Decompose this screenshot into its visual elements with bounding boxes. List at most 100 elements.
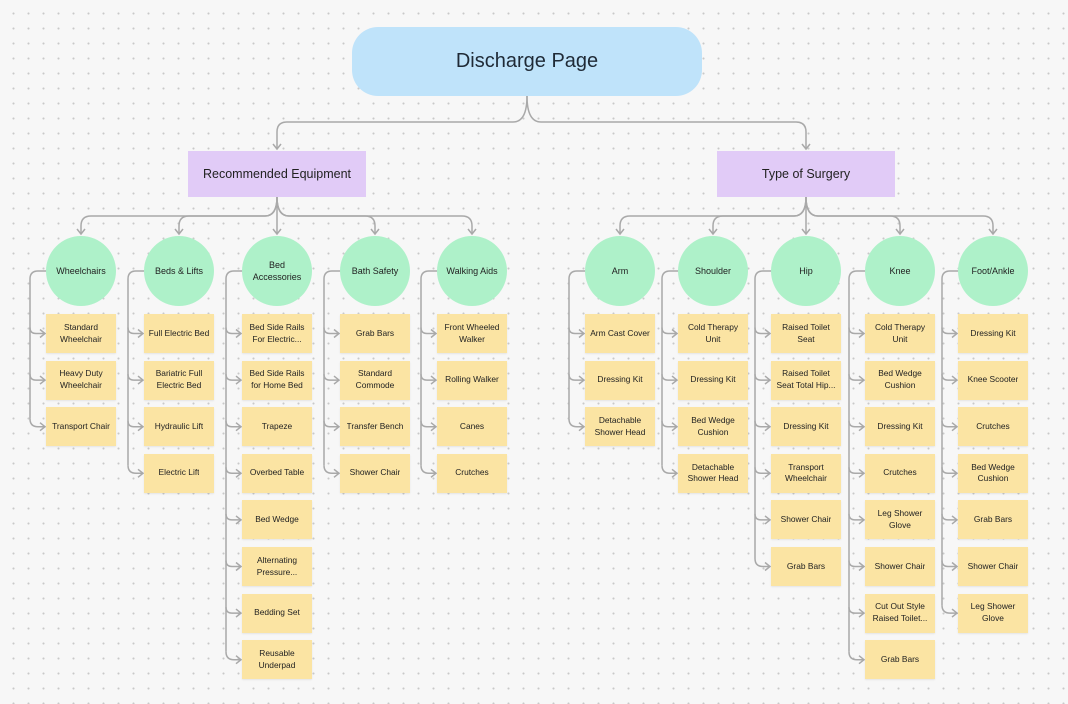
- equipment-item: Arm Cast Cover: [585, 314, 655, 353]
- equipment-item-label: Dressing Kit: [690, 374, 736, 385]
- equipment-item-label: Electric Lift: [158, 467, 200, 478]
- group-label: Walking Aids: [446, 265, 498, 276]
- equipment-item-label: Front Wheeled Walker: [444, 321, 500, 344]
- equipment-item-label: Crutches: [976, 420, 1010, 431]
- group-bed-accessories: Bed Accessories: [242, 236, 312, 306]
- group-bath-safety: Bath Safety: [340, 236, 410, 306]
- equipment-item: Bed Side Rails For Electric...: [242, 314, 312, 353]
- equipment-item: Overbed Table: [242, 453, 312, 493]
- equipment-item-label: Canes: [459, 420, 485, 431]
- category-label: Recommended Equipment: [203, 167, 351, 181]
- equipment-item: Bed Side Rails for Home Bed: [242, 360, 312, 400]
- equipment-item: Standard Wheelchair: [46, 314, 116, 353]
- equipment-item: Bedding Set: [242, 593, 312, 633]
- group-label: Hip: [799, 265, 813, 276]
- group-label: Beds & Lifts: [154, 265, 204, 276]
- equipment-item-label: Grab Bars: [786, 560, 826, 571]
- equipment-item-label: Raised Toilet Seat: [782, 321, 830, 344]
- equipment-item-label: Bed Wedge Cushion: [691, 414, 735, 437]
- group-knee: Knee: [865, 236, 935, 306]
- equipment-item: Canes: [437, 407, 507, 447]
- equipment-item: Grab Bars: [771, 547, 841, 586]
- equipment-item-label: Cold Therapy Unit: [874, 321, 926, 344]
- category-recommended-equipment: Recommended Equipment: [188, 151, 366, 197]
- root-node: Discharge Page: [352, 27, 702, 96]
- equipment-item: Electric Lift: [144, 453, 214, 493]
- equipment-item-label: Detachable Shower Head: [687, 461, 739, 484]
- equipment-item-label: Shower Chair: [349, 467, 401, 478]
- equipment-item: Dressing Kit: [865, 407, 935, 447]
- category-label: Type of Surgery: [761, 167, 851, 181]
- equipment-item-label: Leg Shower Glove: [970, 601, 1016, 624]
- equipment-item: Standard Commode: [340, 360, 410, 400]
- equipment-item: Rolling Walker: [437, 360, 507, 400]
- equipment-item-label: Raised Toilet Seat Total Hip...: [776, 368, 836, 391]
- group-foot-ankle: Foot/Ankle: [958, 236, 1028, 306]
- equipment-item-label: Hydraulic Lift: [154, 420, 204, 431]
- equipment-item-label: Dressing Kit: [783, 420, 829, 431]
- group-label: Foot/Ankle: [971, 265, 1015, 276]
- equipment-item: Cut Out Style Raised Toilet...: [865, 593, 935, 633]
- equipment-item: Bed Wedge: [242, 500, 312, 540]
- equipment-item-label: Bed Wedge Cushion: [878, 368, 922, 391]
- equipment-item: Hydraulic Lift: [144, 407, 214, 447]
- equipment-item: Transfer Bench: [340, 407, 410, 447]
- equipment-item: Grab Bars: [958, 500, 1028, 540]
- group-beds-lifts: Beds & Lifts: [144, 236, 214, 306]
- equipment-item-label: Transport Wheelchair: [785, 461, 827, 484]
- equipment-item-label: Crutches: [455, 467, 489, 478]
- equipment-item: Heavy Duty Wheelchair: [46, 360, 116, 400]
- equipment-item-label: Bed Side Rails For Electric...: [249, 321, 305, 344]
- equipment-item-label: Bed Wedge Cushion: [971, 461, 1015, 484]
- equipment-item-label: Dressing Kit: [877, 420, 923, 431]
- equipment-item-label: Bariatric Full Electric Bed: [155, 368, 203, 391]
- equipment-item-label: Cold Therapy Unit: [687, 321, 739, 344]
- equipment-item-label: Cut Out Style Raised Toilet...: [872, 601, 928, 624]
- equipment-item: Raised Toilet Seat: [771, 314, 841, 353]
- equipment-item: Cold Therapy Unit: [865, 314, 935, 353]
- equipment-item: Shower Chair: [771, 500, 841, 540]
- equipment-item: Front Wheeled Walker: [437, 314, 507, 353]
- equipment-item-label: Transport Chair: [52, 420, 110, 431]
- equipment-item-label: Arm Cast Cover: [590, 327, 650, 338]
- group-label: Bath Safety: [351, 265, 399, 276]
- equipment-item: Shower Chair: [340, 453, 410, 493]
- equipment-item-label: Bedding Set: [254, 607, 300, 618]
- group-hip: Hip: [771, 236, 841, 306]
- equipment-item: Bed Wedge Cushion: [865, 360, 935, 400]
- equipment-item-label: Shower Chair: [967, 560, 1019, 571]
- equipment-item-label: Trapeze: [261, 420, 293, 431]
- equipment-item-label: Heavy Duty Wheelchair: [59, 368, 103, 391]
- group-label: Knee: [889, 265, 911, 276]
- equipment-item-label: Transfer Bench: [346, 420, 404, 431]
- equipment-item-label: Shower Chair: [780, 514, 832, 524]
- equipment-item: Dressing Kit: [678, 360, 748, 400]
- equipment-item: Crutches: [865, 453, 935, 493]
- equipment-item: Crutches: [437, 453, 507, 493]
- equipment-item: Shower Chair: [958, 547, 1028, 586]
- category-type-of-surgery: Type of Surgery: [717, 151, 895, 197]
- equipment-item: Grab Bars: [340, 314, 410, 353]
- equipment-item-label: Detachable Shower Head: [594, 414, 646, 437]
- equipment-item: Cold Therapy Unit: [678, 314, 748, 353]
- equipment-item: Bed Wedge Cushion: [958, 453, 1028, 493]
- equipment-item: Leg Shower Glove: [865, 500, 935, 540]
- equipment-item: Detachable Shower Head: [585, 407, 655, 447]
- group-label: Arm: [611, 265, 629, 276]
- equipment-item-label: Grab Bars: [973, 514, 1013, 524]
- group-arm: Arm: [585, 236, 655, 306]
- equipment-item-label: Bed Wedge: [255, 514, 299, 524]
- equipment-item-label: Bed Side Rails for Home Bed: [249, 368, 305, 391]
- equipment-item: Knee Scooter: [958, 360, 1028, 400]
- equipment-item-label: Grab Bars: [355, 327, 395, 338]
- equipment-item-label: Shower Chair: [874, 560, 926, 571]
- equipment-item: Alternating Pressure...: [242, 547, 312, 586]
- equipment-item: Bariatric Full Electric Bed: [144, 360, 214, 400]
- equipment-item-label: Rolling Walker: [445, 374, 499, 385]
- equipment-item-label: Leg Shower Glove: [877, 508, 923, 530]
- equipment-item-label: Standard Wheelchair: [60, 321, 102, 344]
- equipment-item: Shower Chair: [865, 547, 935, 586]
- equipment-item-label: Dressing Kit: [597, 374, 643, 385]
- equipment-item: Raised Toilet Seat Total Hip...: [771, 360, 841, 400]
- equipment-item-label: Full Electric Bed: [148, 327, 210, 338]
